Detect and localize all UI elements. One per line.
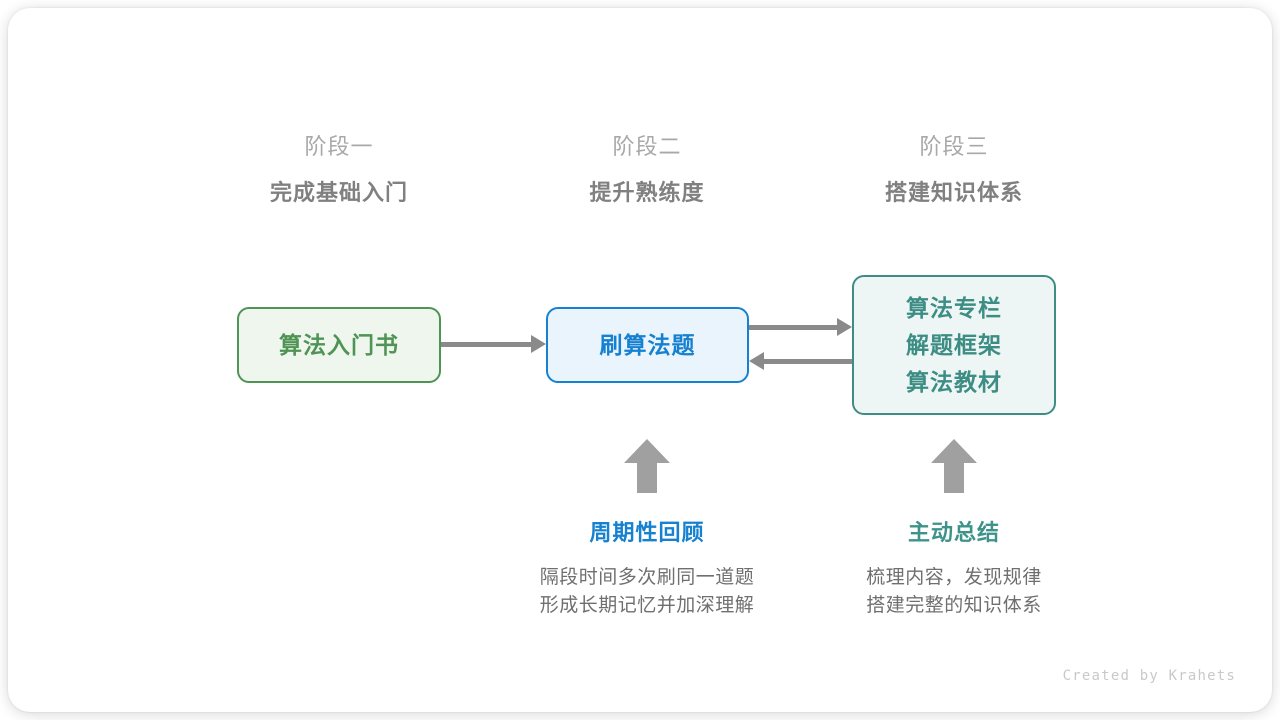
stage-header-3: 阶段三 搭建知识体系: [824, 130, 1084, 210]
connector-knowledge-to-practice-arrowhead: [749, 352, 764, 370]
up-arrow-shaft: [944, 461, 964, 493]
up-arrow-icon-active-summary: [931, 439, 977, 493]
node-knowledge-line-2: 解题框架: [906, 331, 1002, 358]
annotation-active-summary-desc-line-1: 梳理内容，发现规律: [866, 567, 1042, 588]
node-knowledge-line-1: 算法专栏: [906, 294, 1002, 321]
stage-3-kicker: 阶段三: [919, 134, 989, 159]
annotation-periodic-review-desc: 隔段时间多次刷同一道题 形成长期记忆并加深理解: [497, 564, 797, 620]
annotation-periodic-review: 周期性回顾 隔段时间多次刷同一道题 形成长期记忆并加深理解: [497, 518, 797, 620]
connector-practice-to-knowledge-arrowhead: [837, 318, 852, 336]
stage-2-kicker: 阶段二: [612, 134, 682, 159]
stage-3-title: 搭建知识体系: [884, 180, 1023, 205]
node-knowledge-line-3: 算法教材: [906, 368, 1002, 395]
annotation-active-summary-desc-line-2: 搭建完整的知识体系: [866, 595, 1042, 616]
node-practice-problems[interactable]: 刷算法题: [546, 307, 749, 383]
up-arrow-icon-periodic-review: [624, 439, 670, 493]
connector-book-to-practice-arrowhead: [531, 335, 546, 353]
annotation-active-summary-desc: 梳理内容，发现规律 搭建完整的知识体系: [804, 564, 1104, 620]
annotation-active-summary-title: 主动总结: [907, 520, 1000, 545]
diagram-card: 阶段一 完成基础入门 阶段二 提升熟练度 阶段三 搭建知识体系 算法入门书 刷算…: [8, 8, 1272, 712]
node-practice-line-1: 刷算法题: [599, 331, 696, 358]
annotation-periodic-review-title: 周期性回顾: [589, 520, 705, 545]
node-book-line-1: 算法入门书: [279, 331, 399, 358]
annotation-periodic-review-desc-line-2: 形成长期记忆并加深理解: [539, 595, 755, 616]
stage-header-1: 阶段一 完成基础入门: [209, 130, 469, 210]
node-knowledge-system[interactable]: 算法专栏 解题框架 算法教材: [852, 275, 1056, 415]
up-arrow-head: [624, 439, 670, 463]
up-arrow-head: [931, 439, 977, 463]
stage-header-2: 阶段二 提升熟练度: [517, 130, 777, 210]
annotation-active-summary: 主动总结 梳理内容，发现规律 搭建完整的知识体系: [804, 518, 1104, 620]
connector-practice-to-knowledge-line: [749, 325, 837, 330]
credit-text: Created by Krahets: [1062, 668, 1236, 684]
annotation-periodic-review-desc-line-1: 隔段时间多次刷同一道题: [539, 567, 755, 588]
connector-book-to-practice-line: [441, 342, 531, 347]
node-algorithm-intro-book[interactable]: 算法入门书: [237, 307, 441, 383]
stage-2-title: 提升熟练度: [589, 180, 705, 205]
connector-knowledge-to-practice-line: [764, 359, 852, 364]
stage-1-kicker: 阶段一: [304, 134, 374, 159]
stage-1-title: 完成基础入门: [269, 180, 408, 205]
up-arrow-shaft: [637, 461, 657, 493]
